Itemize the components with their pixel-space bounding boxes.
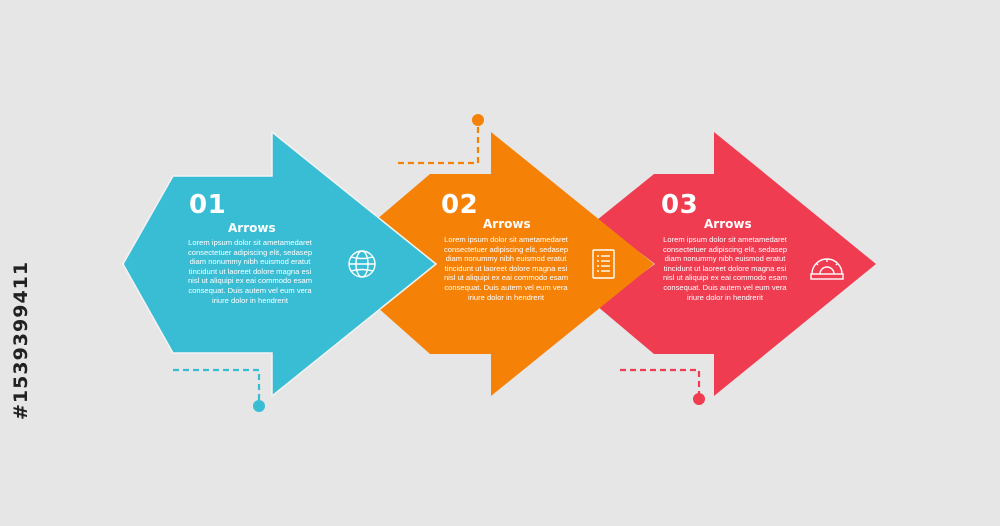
- connector-step-3: [620, 368, 705, 405]
- step-1-number: 01: [189, 190, 227, 220]
- protractor-icon: [810, 258, 844, 280]
- step-2-number: 02: [441, 190, 479, 220]
- step-2-description: Lorem ipsum dolor sit ametamedaret conse…: [443, 235, 569, 302]
- list-document-icon: [592, 249, 615, 279]
- step-3-number: 03: [661, 190, 699, 220]
- step-3-description: Lorem ipsum dolor sit ametamedaret conse…: [662, 235, 788, 302]
- arrow-step-1: [122, 130, 438, 398]
- globe-icon: [348, 250, 376, 278]
- side-label: #1539399411: [10, 260, 32, 420]
- step-3-title: Arrows: [704, 217, 752, 231]
- step-1-title: Arrows: [228, 221, 276, 235]
- arrow-step-3: [597, 132, 876, 396]
- connector-step-2: [398, 114, 484, 165]
- step-2-title: Arrows: [483, 217, 531, 231]
- arrow-step-2: [376, 132, 654, 396]
- connector-step-1: [173, 368, 265, 412]
- step-1-description: Lorem ipsum dolor sit ametamedaret conse…: [187, 238, 313, 305]
